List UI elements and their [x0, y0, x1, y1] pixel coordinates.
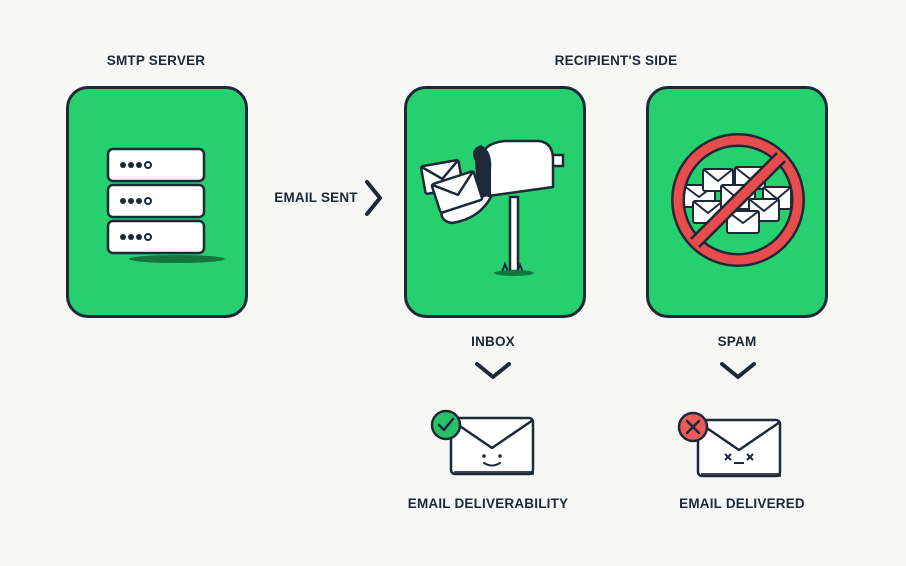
spam-label: SPAM	[717, 334, 757, 349]
chevron-right-icon	[365, 180, 382, 216]
smtp-server-title: SMTP SERVER	[106, 53, 206, 68]
spam-panel	[646, 86, 828, 318]
server-rack-icon	[106, 147, 225, 263]
happy-envelope-icon	[430, 409, 535, 476]
smtp-server-panel	[66, 86, 248, 318]
inbox-label: INBOX	[471, 334, 515, 349]
x-badge-icon	[677, 411, 709, 443]
inbox-panel	[404, 86, 586, 318]
email-deliverability-label: EMAIL DELIVERABILITY	[407, 496, 569, 511]
mailbox-icon	[419, 139, 565, 276]
email-delivered-label: EMAIL DELIVERED	[679, 496, 805, 511]
chevron-down-icon	[720, 362, 756, 379]
chevron-down-icon	[475, 362, 511, 379]
email-sent-label: EMAIL SENT	[274, 190, 358, 205]
sad-envelope-icon	[677, 411, 782, 478]
check-badge-icon	[430, 409, 462, 441]
prohibited-emails-icon	[671, 133, 805, 267]
recipients-side-title: RECIPIENT'S SIDE	[554, 53, 678, 68]
